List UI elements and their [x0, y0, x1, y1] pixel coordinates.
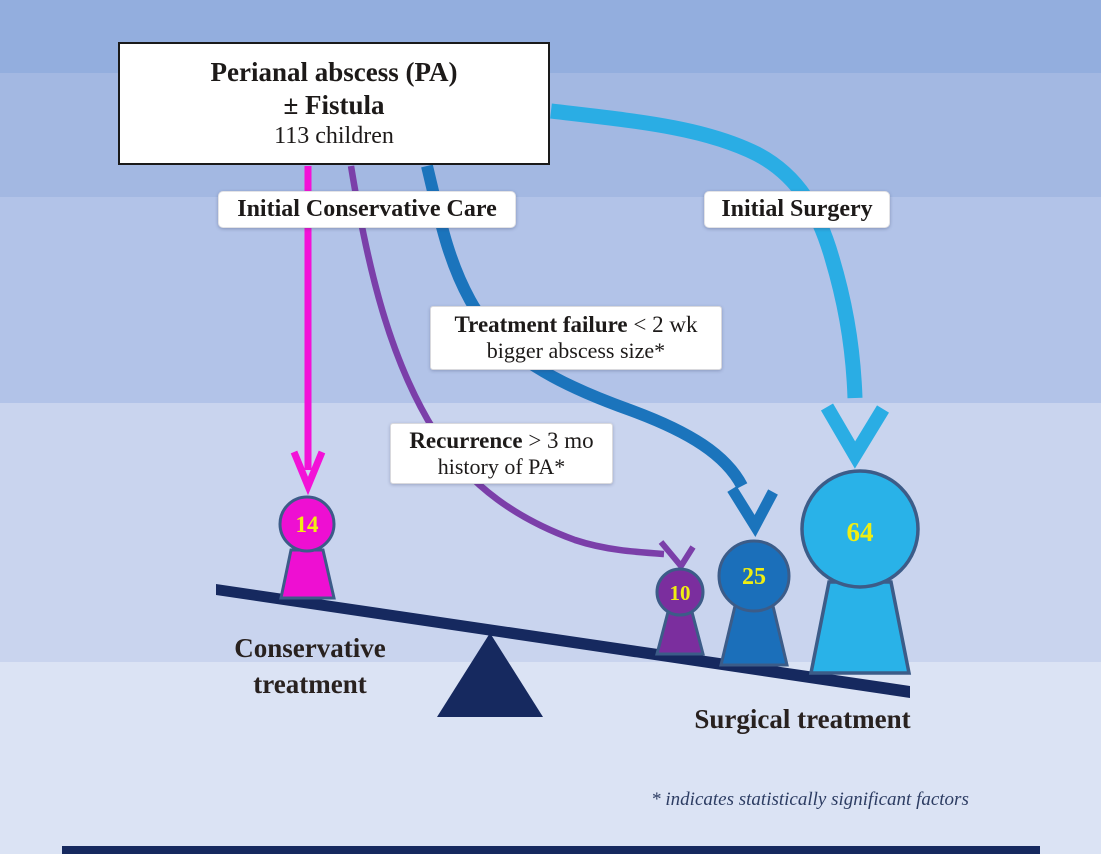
initial-conservative-arrowhead: [290, 450, 326, 496]
figure-treatment-failure-head: [717, 539, 791, 613]
conservative-treatment-line-2: treatment: [253, 669, 367, 700]
initial-surgery-label: Initial Surgery: [704, 191, 890, 228]
figure-initial-surgery-head: [800, 469, 920, 589]
initial-surgery-arrowhead: [820, 403, 889, 469]
recurrence-callout: Recurrence > 3 mo history of PA*: [390, 423, 613, 484]
figure-conservative-body: [279, 548, 336, 600]
figure-initial-surgery-count: 64: [847, 517, 874, 547]
surgical-treatment-label: Surgical treatment: [694, 704, 911, 734]
background-band-5: [0, 662, 1101, 854]
title-box: Perianal abscess (PA) ± Fistula 113 chil…: [118, 42, 550, 165]
recurrence-line-2: history of PA*: [437, 453, 566, 479]
figure-conservative-head: [278, 495, 336, 553]
initial-conservative-care-label: Initial Conservative Care: [218, 191, 516, 228]
recurrence-line-1: Recurrence > 3 mo: [409, 427, 594, 453]
figure-recurrence-head: [655, 567, 705, 617]
figure-recurrence-count: 10: [670, 581, 691, 605]
figure-initial-surgery-body: [808, 580, 912, 675]
title-line-1: Perianal abscess (PA): [210, 56, 458, 87]
initial-surgery-arrow: [550, 103, 863, 399]
treatment-failure-callout: Treatment failure < 2 wk bigger abscess …: [430, 306, 722, 370]
figure-treatment-failure-count: 25: [742, 564, 766, 590]
conservative-treatment-label: Conservative treatment: [210, 630, 410, 703]
treatment-failure-arrowhead: [727, 486, 778, 538]
bottom-accent-bar: [62, 846, 1040, 854]
treatment-failure-line-1: Treatment failure < 2 wk: [454, 312, 698, 337]
seesaw-beam: [216, 584, 910, 698]
treatment-failure-line-2: bigger abscess size*: [486, 338, 666, 363]
significance-footnote: * indicates statistically significant fa…: [651, 789, 969, 810]
title-line-3: 113 children: [274, 122, 394, 149]
seesaw-fulcrum: [437, 633, 543, 717]
title-line-2: ± Fistula: [283, 89, 385, 120]
recurrence-arrowhead: [658, 540, 696, 572]
conservative-treatment-line-1: Conservative: [234, 633, 386, 663]
figure-conservative-count: 14: [296, 512, 320, 537]
